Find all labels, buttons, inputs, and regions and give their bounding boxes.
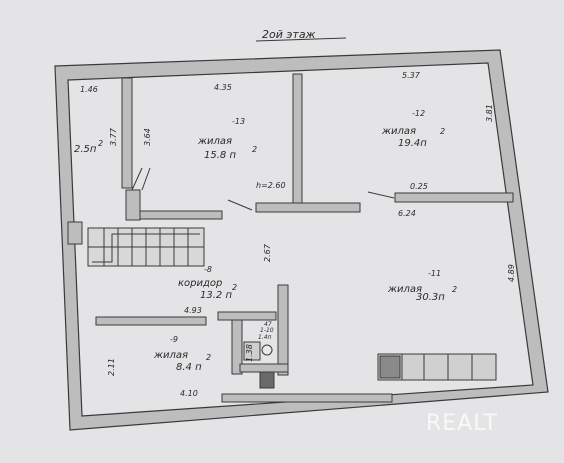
wall-13-bottom-right bbox=[255, 202, 361, 213]
room-11-area-sup: 2 bbox=[452, 285, 457, 294]
wall-12-bottom bbox=[394, 192, 514, 203]
room-9-name: жилая bbox=[153, 350, 188, 361]
wall-bottom-inner bbox=[221, 393, 393, 403]
built-in-storage bbox=[377, 353, 497, 381]
wall-bath-top bbox=[217, 311, 277, 321]
dim-2-11: 2.11 bbox=[107, 358, 116, 376]
door-marks bbox=[131, 167, 395, 211]
corridor-area-sup: 2 bbox=[232, 283, 237, 292]
wall-9-top bbox=[95, 316, 207, 326]
room-11-number: -11 bbox=[428, 269, 441, 278]
room-12-name: жилая bbox=[381, 126, 416, 137]
corridor-number: -8 bbox=[204, 265, 212, 274]
dim-4-35: 4.35 bbox=[214, 83, 232, 92]
room-13-area: 15.8 п bbox=[204, 150, 236, 161]
wall-stair-post bbox=[125, 189, 141, 221]
staircase bbox=[87, 227, 205, 267]
bath-code: 1-10 bbox=[260, 327, 274, 334]
outer-wall bbox=[54, 49, 549, 431]
room-11-name: жилая bbox=[387, 284, 422, 295]
dim-1-38: 1.38 bbox=[245, 344, 254, 362]
room-11-area: 30.3п bbox=[416, 292, 445, 303]
dim-4-10: 4.10 bbox=[180, 389, 198, 398]
room-9-area: 8.4 п bbox=[176, 362, 202, 373]
corridor-area: 13.2 п bbox=[200, 290, 232, 301]
dim-5-37: 5.37 bbox=[402, 71, 421, 80]
dim-6-24: 6.24 bbox=[398, 209, 416, 218]
dim-2-67: 2.67 bbox=[263, 243, 272, 262]
floor-title: 2ой этаж bbox=[262, 28, 316, 41]
bath-number: 47 bbox=[264, 321, 272, 328]
corridor-name: коридор bbox=[178, 278, 222, 289]
dim-4-93: 4.93 bbox=[184, 306, 202, 315]
room-12-area-sup: 2 bbox=[440, 127, 445, 136]
dim-3-77: 3.77 bbox=[109, 127, 118, 146]
room-12-area: 19.4п bbox=[398, 138, 427, 149]
wall-bath-bottom bbox=[239, 363, 289, 373]
ceiling-height: h=2.60 bbox=[256, 181, 286, 190]
room-12-number: -12 bbox=[412, 109, 425, 118]
dim-3-81: 3.81 bbox=[485, 104, 494, 122]
dim-4-89: 4.89 bbox=[507, 264, 516, 282]
realt-watermark: REALT bbox=[426, 411, 498, 436]
room-9-area-sup: 2 bbox=[206, 353, 211, 362]
wall-left-inner bbox=[67, 221, 83, 245]
wall-13-bottom bbox=[139, 210, 223, 220]
title-underline bbox=[255, 37, 347, 42]
bath-area: 1.4п bbox=[258, 334, 272, 341]
room-13-area-sup: 2 bbox=[252, 145, 257, 154]
wall-bath-right bbox=[277, 284, 289, 376]
room-9-number: -9 bbox=[170, 335, 178, 344]
small-room-area-sup: 2 bbox=[98, 139, 103, 148]
wall-small-room bbox=[121, 77, 133, 189]
dim-3-64: 3.64 bbox=[143, 128, 152, 146]
room-13-number: -13 bbox=[232, 117, 245, 126]
bathroom-fixtures bbox=[243, 341, 275, 389]
small-room-area: 2.5п bbox=[74, 144, 97, 155]
room-13-name: жилая bbox=[197, 136, 232, 147]
dim-0-25: 0.25 bbox=[410, 182, 428, 191]
wall-13-12 bbox=[292, 73, 303, 210]
dim-1-46: 1.46 bbox=[80, 85, 98, 94]
